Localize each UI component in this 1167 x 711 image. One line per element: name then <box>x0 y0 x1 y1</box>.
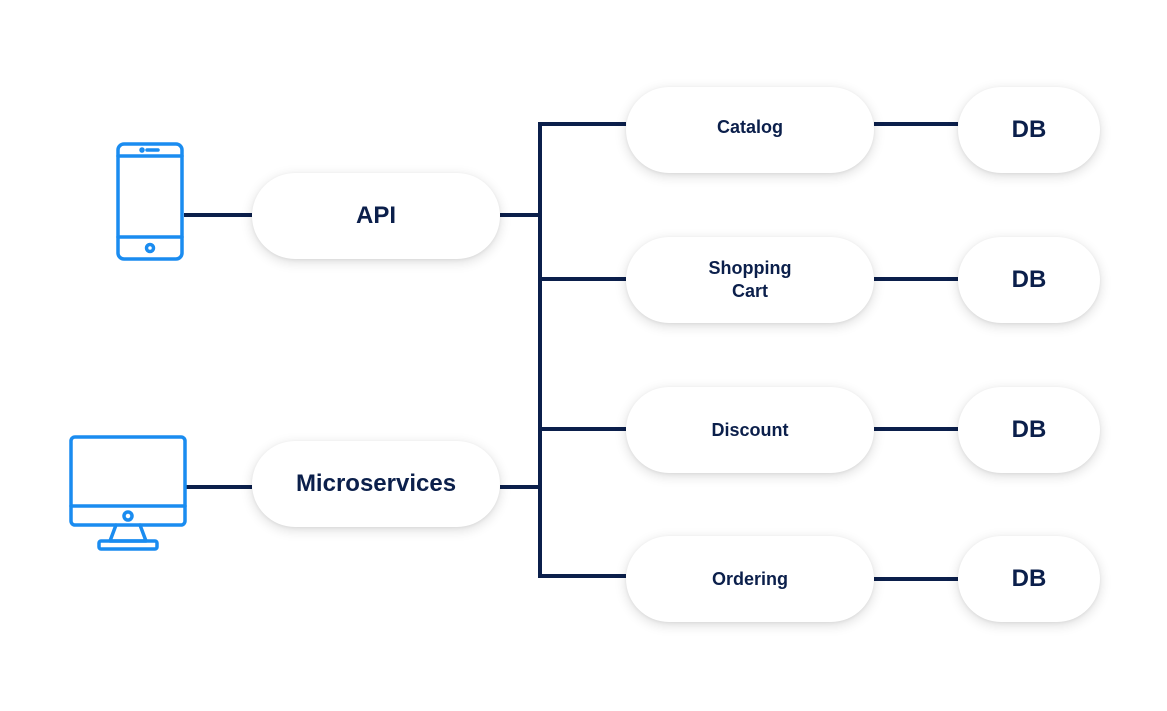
api-node[interactable]: API <box>252 173 500 259</box>
service-node-discount[interactable]: Discount <box>626 387 874 473</box>
microservices-label: Microservices <box>295 470 457 497</box>
service-node-ordering[interactable]: Ordering <box>626 536 874 622</box>
database-label: DB <box>1011 266 1047 293</box>
database-label: DB <box>1011 416 1047 443</box>
service-label-shopping-cart: Shopping Cart <box>708 258 792 301</box>
database-node-shopping-cart[interactable]: DB <box>958 237 1100 323</box>
service-node-shopping-cart[interactable]: Shopping Cart <box>626 237 874 323</box>
service-node-catalog[interactable]: Catalog <box>626 87 874 173</box>
database-node-discount[interactable]: DB <box>958 387 1100 473</box>
desktop-monitor-icon <box>69 435 187 551</box>
api-label: API <box>355 202 396 229</box>
database-node-ordering[interactable]: DB <box>958 536 1100 622</box>
service-label-ordering: Ordering <box>711 568 788 589</box>
database-label: DB <box>1011 116 1047 143</box>
service-label-discount: Discount <box>711 419 789 440</box>
smartphone-icon <box>116 142 184 261</box>
microservices-node[interactable]: Microservices <box>252 441 500 527</box>
database-node-catalog[interactable]: DB <box>958 87 1100 173</box>
service-label-catalog: Catalog <box>716 116 783 137</box>
database-label: DB <box>1011 565 1047 592</box>
